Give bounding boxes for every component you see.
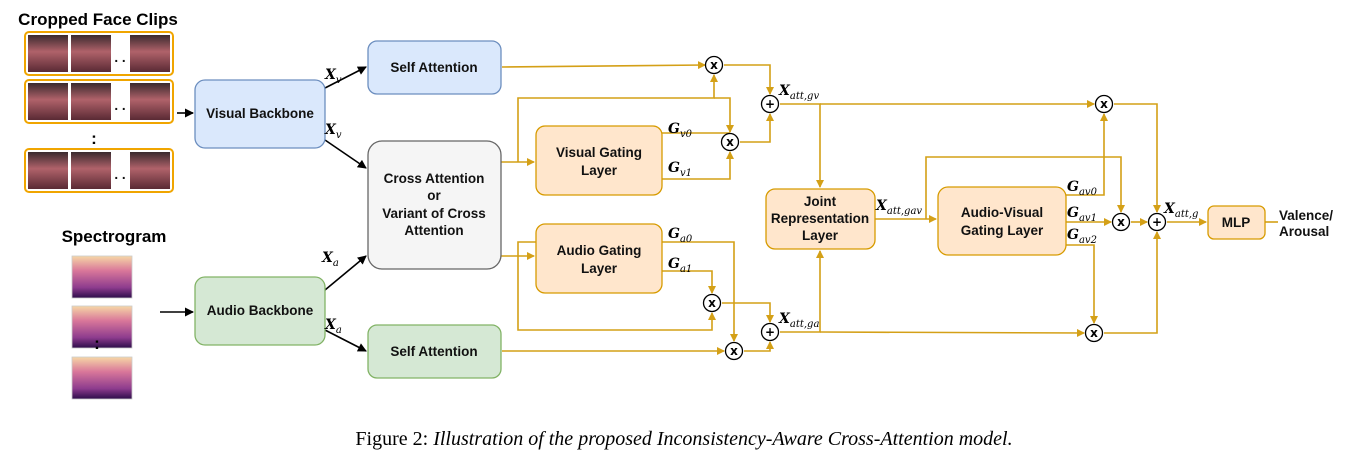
label-Xattgav: Xatt,gav [875,198,922,217]
av-gating-line-2: Gating Layer [961,223,1044,238]
label-Gav1: Gav1 [1067,205,1097,224]
label-Xv-bottom: Xv [324,122,342,141]
svg-text:x: x [710,58,718,72]
label-Gav2: Gav2 [1067,227,1097,246]
caption-text: Illustration of the proposed Inconsisten… [433,428,1013,450]
add-op: + [760,322,780,342]
label-Xa-bottom: Xa [324,317,342,336]
label-Ga0: Ga0 [668,226,693,245]
figure-caption: Figure 2: Illustration of the proposed I… [0,428,1368,451]
multiply-op: x [702,293,722,313]
input-arrows [160,66,367,352]
label-Xattg: Xatt,g [1163,201,1198,220]
face-clip-strip: . . [24,148,174,193]
svg-text:x: x [1117,215,1125,229]
multiply-op: x [1094,94,1114,114]
spectrogram-image [71,356,133,400]
svg-text:x: x [1100,97,1108,111]
visual-gating-box: Visual Gating Layer [535,125,663,196]
label-Ga1: Ga1 [668,256,692,275]
spectrogram-title: Spectrogram [62,227,167,246]
ellipsis: . . [114,50,125,65]
output-line-1: Valence/ [1279,208,1333,223]
face-clip-strip: . . [24,31,174,76]
vertical-ellipsis: : [91,129,97,148]
multiply-op: x [1084,323,1104,343]
visual-gating-line-1: Visual Gating [556,145,642,160]
cross-attention-box: Cross Attention or Variant of Cross Atte… [367,140,502,270]
add-op: + [760,94,780,114]
spectrogram-image [71,305,133,349]
visual-backbone-box: Visual Backbone [194,79,326,149]
multiply-op: x [720,132,740,152]
ellipsis: . . [114,167,125,182]
multiply-op: x [1111,212,1131,232]
svg-text:x: x [1090,326,1098,340]
visual-gating-line-2: Layer [581,163,618,178]
connection-arrows [500,61,1278,355]
av-gating-line-1: Audio-Visual [961,205,1043,220]
label-Xv-top: Xv [324,67,342,86]
mlp-box: MLP [1207,205,1266,240]
face-clip-strip: . . [24,79,174,124]
self-attention-audio-label: Self Attention [390,344,477,359]
cross-attention-line-4: Attention [404,223,463,238]
audio-backbone-label: Audio Backbone [207,303,314,318]
cropped-face-clips-title: Cropped Face Clips [18,10,178,29]
svg-text:+: + [765,325,775,339]
add-op: + [1147,212,1167,232]
self-attention-audio-box: Self Attention [367,324,502,379]
self-attention-visual-label: Self Attention [390,60,477,75]
output-line-2: Arousal [1279,224,1329,239]
label-Xa-top: Xa [321,250,339,269]
label-Xattga: Xatt,ga [778,311,819,330]
ellipsis: . . [114,98,125,113]
svg-text:x: x [730,344,738,358]
label-Gv0: Gv0 [668,121,693,140]
cross-attention-line-2: or [427,188,441,203]
label-Gav0: Gav0 [1067,179,1098,198]
svg-text:x: x [726,135,734,149]
label-Gv1: Gv1 [668,160,692,179]
audio-backbone-box: Audio Backbone [194,276,326,346]
audio-gating-box: Audio Gating Layer [535,223,663,294]
joint-rep-line-3: Layer [802,228,839,243]
label-Xattgv: Xatt,gv [778,83,819,102]
caption-prefix: Figure 2: [355,428,429,450]
vertical-ellipsis: : [94,334,100,353]
multiply-op: x [724,341,744,361]
svg-text:+: + [1152,215,1162,229]
audio-gating-line-2: Layer [581,261,618,276]
mlp-label: MLP [1222,215,1251,230]
self-attention-visual-box: Self Attention [367,40,502,95]
cross-attention-line-1: Cross Attention [384,171,485,186]
joint-rep-line-1: Joint [804,194,837,209]
visual-backbone-label: Visual Backbone [206,106,314,121]
joint-rep-line-2: Representation [771,211,869,226]
multiply-op: x [704,55,724,75]
svg-text:x: x [708,296,716,310]
cross-attention-line-3: Variant of Cross [382,206,486,221]
spectrogram-image [71,255,133,299]
architecture-diagram: Cropped Face Clips Spectrogram . . . . :… [18,10,1333,400]
joint-representation-box: Joint Representation Layer [765,188,876,250]
av-gating-box: Audio-Visual Gating Layer [937,186,1067,256]
audio-gating-line-1: Audio Gating [557,243,642,258]
svg-text:+: + [765,97,775,111]
